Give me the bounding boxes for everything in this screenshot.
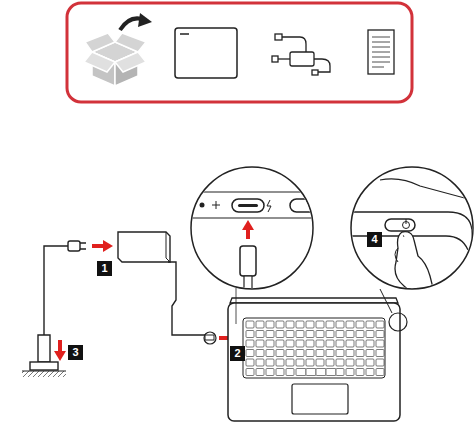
document-icon [368,30,394,74]
box-icon [84,33,146,86]
leader-line [236,288,237,324]
leader-line [380,289,392,313]
arrow-head [54,351,66,361]
contents-panel [67,3,412,102]
callout-number: 3 [68,345,83,360]
arrow-head [103,240,113,252]
open-arrow-head [138,13,152,27]
laptop-icon [175,28,237,78]
keyboard-keys [246,321,384,376]
arrow [58,340,62,352]
callout-number: 1 [97,261,112,276]
callout-number: 4 [367,232,382,247]
ground-hatch [22,371,66,377]
callout-number: 2 [230,346,245,361]
power-cord [30,241,86,370]
ground-line [22,371,66,372]
arrow [92,244,104,248]
charger-icon [272,34,330,75]
port-detail [185,167,322,296]
power-button-detail [350,167,473,300]
logo-mark [180,33,189,35]
laptop [228,298,400,421]
detail-circle [389,313,407,331]
